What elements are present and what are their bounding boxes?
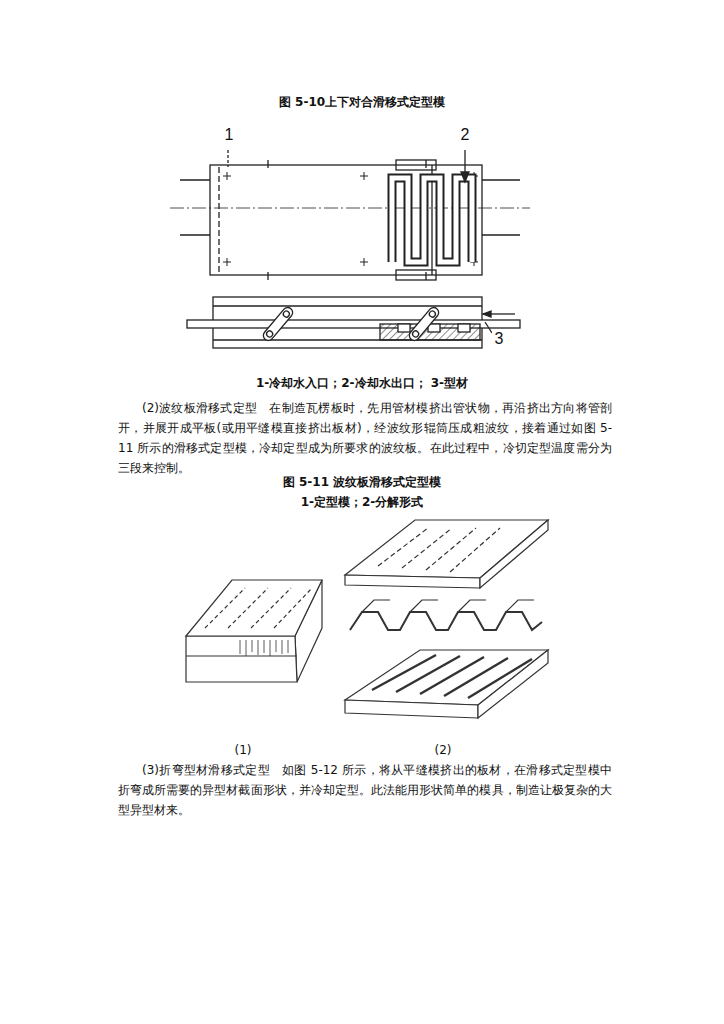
cross-mark bbox=[223, 172, 478, 266]
callout-number: 1 bbox=[222, 127, 236, 143]
upper-die-edge bbox=[345, 575, 480, 588]
figure-title: 图 5-11 波纹板滑移式定型模 bbox=[0, 472, 724, 492]
cooling-channel bbox=[392, 178, 472, 262]
leader-line bbox=[227, 150, 228, 167]
leader-line bbox=[485, 322, 492, 333]
cavity bbox=[458, 324, 470, 332]
corrugated-sheet bbox=[350, 612, 542, 630]
die-body bbox=[210, 165, 482, 275]
upper-die-edge bbox=[480, 520, 548, 588]
callout-number: 2 bbox=[458, 127, 472, 143]
side-view bbox=[187, 297, 520, 348]
sub-figure-label: (1) bbox=[228, 740, 258, 760]
link bbox=[407, 305, 440, 342]
die-top bbox=[186, 580, 322, 636]
corrugation bbox=[205, 588, 312, 628]
rib bbox=[372, 655, 532, 698]
exploded-parts bbox=[345, 520, 548, 718]
link bbox=[411, 330, 419, 338]
body-paragraph: (2)波纹板滑移式定型 在制造瓦楞板时，先用管材模挤出管状物，再沿挤出方向将管剖… bbox=[118, 398, 612, 478]
sub-figure-label: (2) bbox=[428, 740, 458, 760]
figure-title: 图 5-10上下对合滑移式定型模 bbox=[0, 92, 724, 112]
link bbox=[407, 305, 440, 342]
link bbox=[261, 305, 294, 342]
link bbox=[282, 310, 290, 318]
lower-die-edge bbox=[345, 700, 478, 718]
spray bbox=[240, 640, 288, 656]
plate-line bbox=[186, 655, 297, 656]
body-paragraph: (3)折弯型材滑移式定型 如图 5-12 所示，将从平缝模挤出的板材，在滑移式定… bbox=[118, 760, 612, 820]
die-front bbox=[186, 636, 297, 682]
hatched-block bbox=[380, 324, 480, 340]
top-view bbox=[170, 150, 530, 280]
corrugated-sheet-back bbox=[362, 600, 534, 612]
frame-line bbox=[213, 305, 482, 306]
channel bbox=[378, 528, 500, 572]
clamp bbox=[396, 270, 436, 280]
link bbox=[261, 305, 294, 342]
figure-caption: 1-定型模；2-分解形式 bbox=[0, 492, 724, 512]
callout-number: 3 bbox=[492, 331, 506, 347]
die-assembly bbox=[186, 580, 322, 682]
cavity bbox=[398, 324, 410, 332]
inlet-line bbox=[218, 167, 219, 273]
clamp bbox=[396, 160, 436, 170]
cooling-channel-inner bbox=[392, 178, 472, 262]
link bbox=[265, 330, 273, 338]
figure-caption: 1-冷却水入口；2-冷却水出口； 3-型材 bbox=[0, 373, 724, 393]
lower-die-edge bbox=[478, 650, 548, 718]
link bbox=[428, 310, 436, 318]
arrow-head bbox=[483, 311, 491, 317]
arrow-head bbox=[461, 172, 469, 182]
